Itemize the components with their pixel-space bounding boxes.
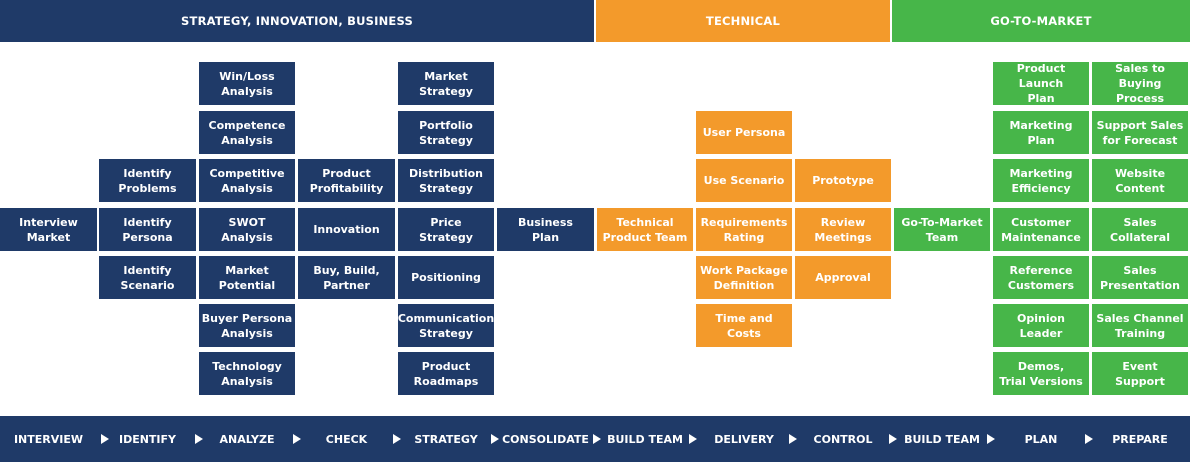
box-sales-presentation: Sales Presentation bbox=[1092, 256, 1188, 299]
phase-go-to-market: GO-TO-MARKET bbox=[892, 0, 1190, 42]
box-work-package-definition: Work Package Definition bbox=[696, 256, 792, 299]
box-buy-build-partner: Buy, Build, Partner bbox=[298, 256, 395, 299]
box-support-sales-for-forecast: Support Sales for Forecast bbox=[1092, 111, 1188, 154]
box-technical-product-team: Technical Product Team bbox=[597, 208, 693, 251]
box-identify-problems: Identify Problems bbox=[99, 159, 196, 202]
box-opinion-leader: Opinion Leader bbox=[993, 304, 1089, 347]
box-communication-strategy: Communication Strategy bbox=[398, 304, 494, 347]
box-event-support: Event Support bbox=[1092, 352, 1188, 395]
box-review-meetings: Review Meetings bbox=[795, 208, 891, 251]
arrow-right-icon bbox=[195, 434, 203, 444]
box-identify-persona: Identify Persona bbox=[99, 208, 196, 251]
box-market-strategy: Market Strategy bbox=[398, 62, 494, 105]
box-market-potential: Market Potential bbox=[199, 256, 295, 299]
box-customer-maintenance: Customer Maintenance bbox=[993, 208, 1089, 251]
process-steps-bar: INTERVIEW IDENTIFY ANALYZE CHECK STRATEG… bbox=[0, 416, 1190, 462]
box-competitive-analysis: Competitive Analysis bbox=[199, 159, 295, 202]
box-positioning: Positioning bbox=[398, 256, 494, 299]
box-portfolio-strategy: Portfolio Strategy bbox=[398, 111, 494, 154]
arrow-right-icon bbox=[393, 434, 401, 444]
box-demos-trial-versions: Demos, Trial Versions bbox=[993, 352, 1089, 395]
box-technology-analysis: Technology Analysis bbox=[199, 352, 295, 395]
box-product-profitability: Product Profitability bbox=[298, 159, 395, 202]
arrow-right-icon bbox=[293, 434, 301, 444]
box-sales-collateral: Sales Collateral bbox=[1092, 208, 1188, 251]
box-marketing-plan: Marketing Plan bbox=[993, 111, 1089, 154]
arrow-right-icon bbox=[1085, 434, 1093, 444]
box-distribution-strategy: Distribution Strategy bbox=[398, 159, 494, 202]
box-sales-to-buying-process: Sales to Buying Process bbox=[1092, 62, 1188, 105]
box-reference-customers: Reference Customers bbox=[993, 256, 1089, 299]
arrow-right-icon bbox=[889, 434, 897, 444]
step-build-team-technical: BUILD TEAM bbox=[607, 432, 683, 446]
arrow-right-icon bbox=[789, 434, 797, 444]
step-interview: INTERVIEW bbox=[13, 432, 84, 446]
step-control: CONTROL bbox=[813, 432, 873, 446]
box-competence-analysis: Competence Analysis bbox=[199, 111, 295, 154]
box-product-launch-plan: Product Launch Plan bbox=[993, 62, 1089, 105]
step-build-team-gtm: BUILD TEAM bbox=[904, 432, 980, 446]
phase-strategy-innovation-business: STRATEGY, INNOVATION, BUSINESS bbox=[0, 0, 594, 42]
box-swot-analysis: SWOT Analysis bbox=[199, 208, 295, 251]
box-price-strategy: Price Strategy bbox=[398, 208, 494, 251]
box-approval: Approval bbox=[795, 256, 891, 299]
step-check: CHECK bbox=[325, 432, 368, 446]
step-plan: PLAN bbox=[1024, 432, 1058, 446]
box-buyer-persona-analysis: Buyer Persona Analysis bbox=[199, 304, 295, 347]
box-product-roadmaps: Product Roadmaps bbox=[398, 352, 494, 395]
box-winloss-analysis: Win/Loss Analysis bbox=[199, 62, 295, 105]
arrow-right-icon bbox=[101, 434, 109, 444]
arrow-right-icon bbox=[689, 434, 697, 444]
step-identify: IDENTIFY bbox=[118, 432, 177, 446]
box-business-plan: Business Plan bbox=[497, 208, 594, 251]
step-strategy: STRATEGY bbox=[414, 432, 478, 446]
box-go-to-market-team: Go-To-Market Team bbox=[894, 208, 990, 251]
step-prepare: PREPARE bbox=[1112, 432, 1168, 446]
box-innovation: Innovation bbox=[298, 208, 395, 251]
box-website-content: Website Content bbox=[1092, 159, 1188, 202]
arrow-right-icon bbox=[987, 434, 995, 444]
arrow-right-icon bbox=[593, 434, 601, 444]
box-requirements-rating: Requirements Rating bbox=[696, 208, 792, 251]
box-identify-scenario: Identify Scenario bbox=[99, 256, 196, 299]
step-consolidate: CONSOLIDATE bbox=[502, 432, 589, 446]
box-marketing-efficiency: Marketing Efficiency bbox=[993, 159, 1089, 202]
box-sales-channel-training: Sales Channel Training bbox=[1092, 304, 1188, 347]
step-delivery: DELIVERY bbox=[714, 432, 774, 446]
box-use-scenario: Use Scenario bbox=[696, 159, 792, 202]
arrow-right-icon bbox=[491, 434, 499, 444]
box-prototype: Prototype bbox=[795, 159, 891, 202]
box-user-persona: User Persona bbox=[696, 111, 792, 154]
box-time-and-costs: Time and Costs bbox=[696, 304, 792, 347]
phase-technical: TECHNICAL bbox=[596, 0, 890, 42]
box-interview-market: Interview Market bbox=[0, 208, 97, 251]
step-analyze: ANALYZE bbox=[219, 432, 275, 446]
